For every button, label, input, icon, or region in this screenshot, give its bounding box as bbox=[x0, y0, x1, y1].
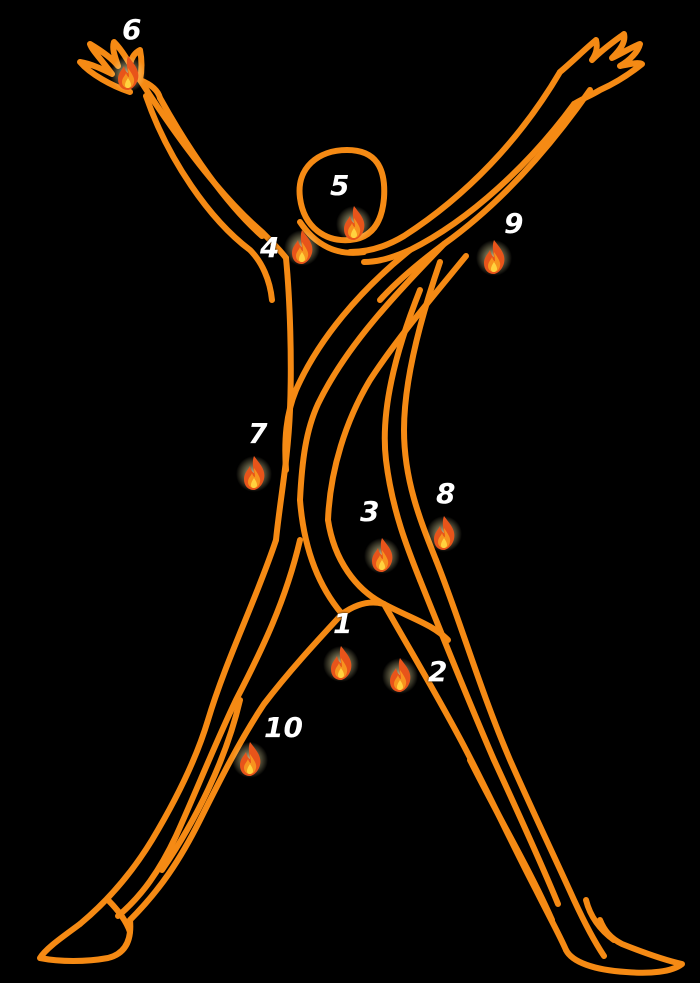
marker-4-label: 4 bbox=[260, 231, 280, 264]
chest-band-2 bbox=[297, 241, 447, 503]
right-arm-muscle bbox=[377, 87, 593, 303]
shoulder-line bbox=[297, 219, 367, 256]
right-arm-outer bbox=[361, 101, 577, 265]
flame-icon bbox=[426, 516, 462, 552]
head-outline bbox=[296, 147, 388, 244]
marker-7-label: 7 bbox=[248, 417, 268, 450]
right-hand-outline bbox=[557, 31, 645, 107]
flame-icon bbox=[110, 56, 146, 92]
left-foot-outline bbox=[37, 917, 134, 964]
crotch-line bbox=[339, 599, 387, 617]
marker-6-label: 6 bbox=[122, 13, 142, 46]
marker-8-label: 8 bbox=[436, 477, 456, 510]
right-leg-muscle bbox=[417, 577, 561, 907]
left-leg-outer bbox=[77, 537, 279, 927]
marker-3-label: 3 bbox=[360, 495, 380, 528]
marker-10-label: 10 bbox=[264, 711, 303, 744]
flame-icon bbox=[476, 240, 512, 276]
right-foot-toes bbox=[583, 897, 617, 943]
left-leg-muscle bbox=[115, 537, 303, 919]
right-leg-outer bbox=[433, 557, 607, 959]
left-torso-side bbox=[273, 255, 294, 543]
chest-band-3 bbox=[325, 253, 469, 523]
chest-band-1 bbox=[282, 247, 413, 473]
right-arm-inner bbox=[347, 69, 563, 255]
flame-icon bbox=[232, 742, 268, 778]
flame-icon bbox=[364, 538, 400, 574]
right-torso-inner bbox=[381, 287, 423, 583]
left-leg-muscle-2 bbox=[159, 697, 243, 873]
marker-1-label: 1 bbox=[333, 607, 353, 640]
flame-icon bbox=[236, 456, 272, 492]
marker-9-label: 9 bbox=[504, 207, 524, 240]
marker-2-label: 2 bbox=[428, 655, 448, 688]
right-leg-muscle-2 bbox=[467, 757, 555, 923]
marker-5-label: 5 bbox=[330, 169, 350, 202]
left-arm-muscle bbox=[143, 93, 275, 303]
left-arm-inner bbox=[157, 95, 265, 239]
flame-icon bbox=[336, 206, 372, 242]
flame-icon bbox=[284, 230, 320, 266]
left-leg-inner bbox=[127, 611, 345, 923]
flame-icon bbox=[323, 646, 359, 682]
abdomen-curve-2 bbox=[297, 497, 345, 617]
left-foot-toes bbox=[105, 897, 133, 935]
right-torso-side bbox=[401, 259, 443, 563]
flame-icon bbox=[382, 658, 418, 694]
right-foot-outline bbox=[563, 917, 685, 976]
